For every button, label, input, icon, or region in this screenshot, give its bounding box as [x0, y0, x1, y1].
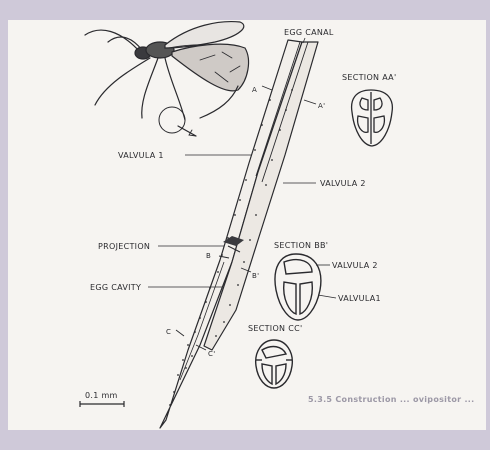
label-valvula-2: VALVULA 2: [320, 179, 366, 188]
mark-b-prime: B': [252, 272, 259, 280]
label-projection: PROJECTION: [98, 242, 150, 251]
label-section-cc: SECTION CC': [248, 324, 302, 333]
mark-a: A: [252, 86, 257, 94]
mark-c: C: [166, 328, 171, 336]
label-valvula-2-bb: VALVULA 2: [332, 261, 378, 270]
mark-b: B: [206, 252, 211, 260]
mark-a-prime: A': [318, 102, 325, 110]
scale-bar-label: 0.1 mm: [85, 391, 118, 400]
label-section-aa: SECTION AA': [342, 73, 396, 82]
mark-c-prime: C': [208, 350, 215, 358]
label-egg-canal: EGG CANAL: [284, 28, 334, 37]
caption-fragment: 5.3.5 Construction ... ovipositor ...: [308, 395, 475, 404]
label-valvula-1: VALVULA 1: [118, 151, 164, 160]
label-section-bb: SECTION BB': [274, 241, 328, 250]
label-valvula-1-bb: VALVULA1: [338, 294, 381, 303]
label-egg-cavity: EGG CAVITY: [90, 283, 141, 292]
scale-bar: 0.1 mm: [80, 391, 124, 407]
